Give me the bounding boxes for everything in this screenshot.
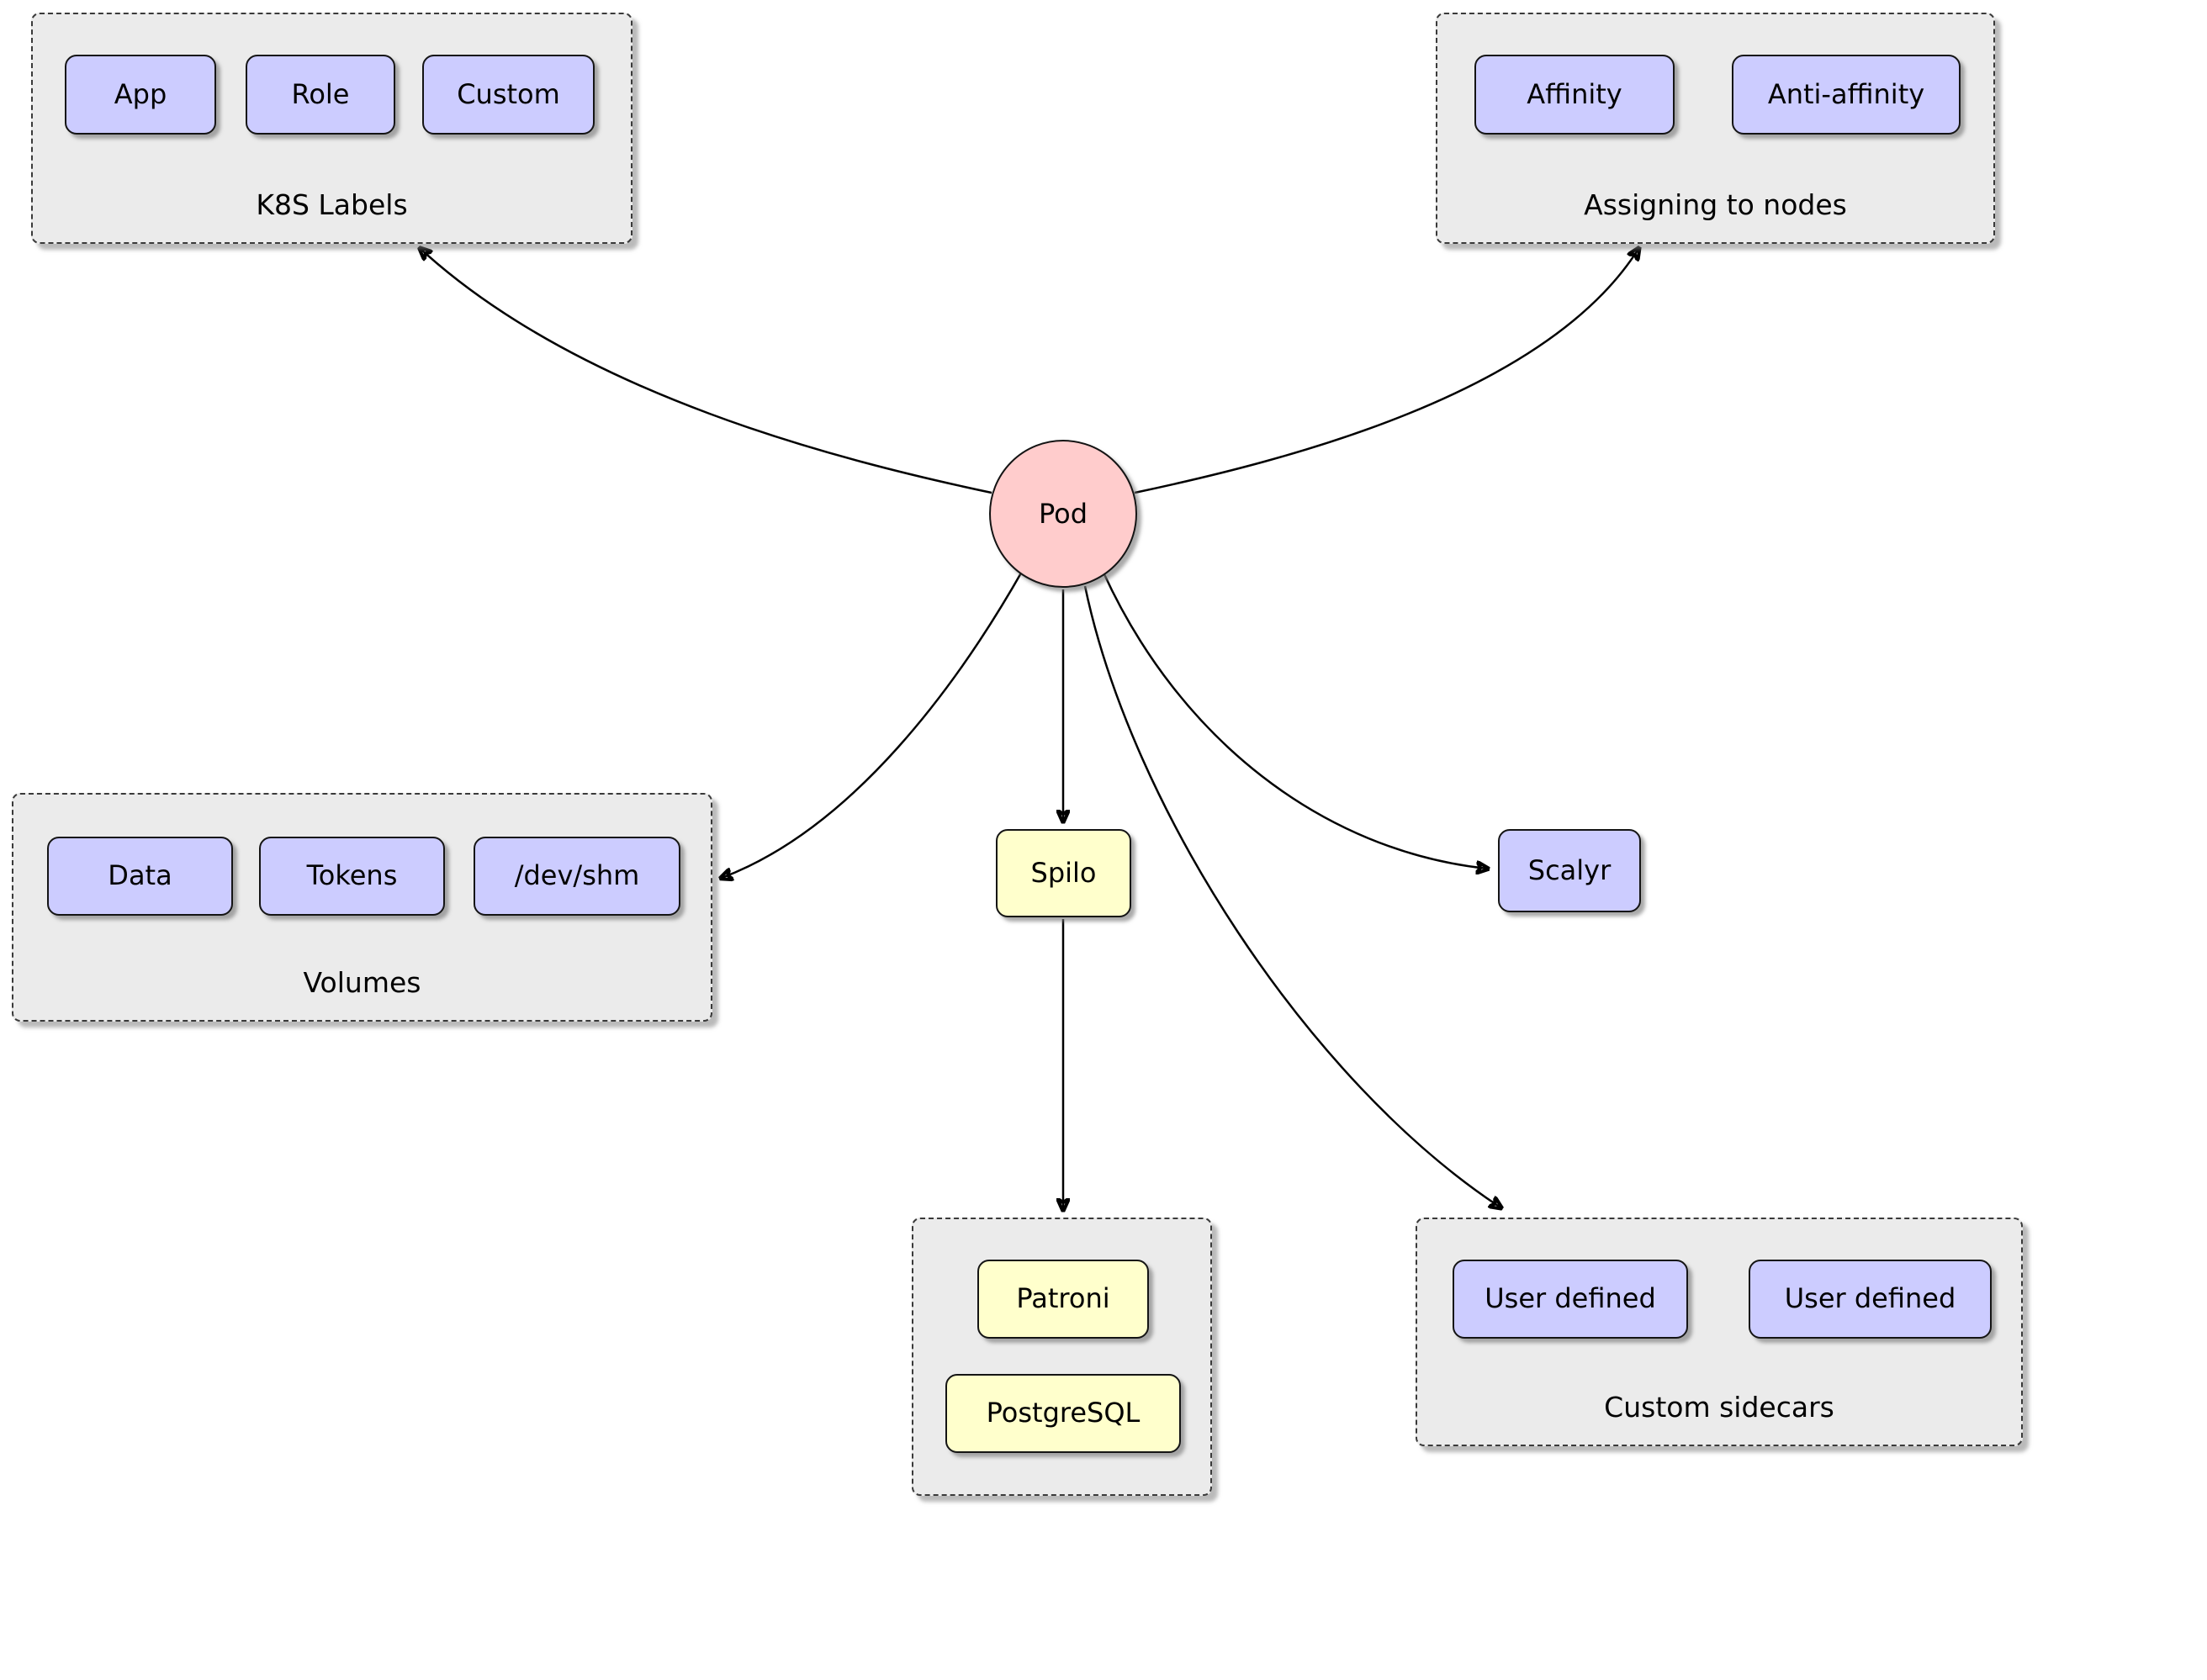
node-pod-label: Pod: [1038, 498, 1088, 530]
group-volumes: Data Tokens /dev/shm Volumes: [12, 793, 712, 1022]
group-custom-sidecars-title: Custom sidecars: [1604, 1390, 1834, 1424]
node-tokens-label: Tokens: [306, 859, 398, 892]
group-assigning-to-nodes: Affinity Anti-affinity Assigning to node…: [1436, 13, 1995, 244]
group-spilo-stack: Patroni PostgreSQL: [912, 1218, 1212, 1496]
node-affinity-label: Affinity: [1527, 77, 1622, 110]
group-k8s-labels: App Role Custom K8S Labels: [31, 13, 632, 244]
node-scalyr-label: Scalyr: [1527, 853, 1612, 886]
node-spilo: Spilo: [996, 829, 1131, 917]
node-app: App: [65, 55, 216, 135]
node-anti-affinity: Anti-affinity: [1732, 55, 1961, 135]
node-custom: Custom: [422, 55, 595, 135]
node-data-label: Data: [108, 859, 172, 892]
node-user-defined-1: User defined: [1453, 1260, 1688, 1339]
node-role-label: Role: [291, 77, 350, 110]
node-patroni: Patroni: [977, 1260, 1149, 1339]
group-custom-sidecars: User defined User defined Custom sidecar…: [1416, 1218, 2023, 1446]
node-postgresql: PostgreSQL: [945, 1374, 1181, 1453]
arrow-pod-to-scalyr: [1102, 572, 1487, 869]
node-user-defined-2: User defined: [1749, 1260, 1992, 1339]
node-affinity: Affinity: [1474, 55, 1675, 135]
node-user-defined-2-label: User defined: [1784, 1282, 1956, 1315]
node-spilo-label: Spilo: [1030, 856, 1097, 889]
node-anti-affinity-label: Anti-affinity: [1767, 77, 1925, 110]
node-app-label: App: [114, 77, 167, 110]
node-dev-shm-label: /dev/shm: [514, 859, 640, 892]
node-role: Role: [246, 55, 395, 135]
node-postgresql-label: PostgreSQL: [986, 1397, 1141, 1429]
node-data: Data: [47, 837, 233, 916]
arrow-pod-to-custom-sidecars: [1083, 585, 1500, 1207]
arrow-pod-to-assigning-nodes: [1134, 249, 1638, 494]
node-tokens: Tokens: [259, 837, 445, 916]
node-pod: Pod: [989, 440, 1137, 588]
node-user-defined-1-label: User defined: [1485, 1282, 1656, 1315]
group-volumes-title: Volumes: [303, 965, 421, 999]
node-scalyr: Scalyr: [1498, 829, 1641, 912]
group-k8s-labels-title: K8S Labels: [256, 188, 408, 221]
arrow-pod-to-k8s-labels: [421, 249, 992, 494]
arrow-pod-to-volumes: [722, 569, 1024, 878]
node-dev-shm: /dev/shm: [474, 837, 680, 916]
node-custom-label: Custom: [457, 77, 560, 110]
node-patroni-label: Patroni: [1016, 1282, 1110, 1315]
group-assigning-to-nodes-title: Assigning to nodes: [1584, 188, 1847, 221]
